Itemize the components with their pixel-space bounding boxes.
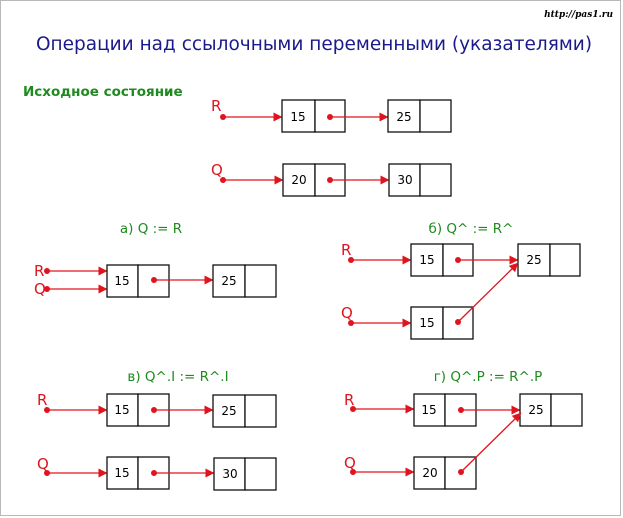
panel-caption: б) Q^ := R^ — [429, 221, 514, 237]
pointer-arrow — [457, 262, 519, 323]
panel-caption: г) Q^.P := R^.P — [434, 369, 543, 385]
node-value: 25 — [221, 404, 236, 418]
node-info-field — [106, 456, 139, 490]
node-pointer-field — [419, 163, 452, 197]
node-value: 15 — [114, 466, 129, 480]
node-value: 25 — [528, 403, 543, 417]
node-pointer-field — [549, 243, 581, 277]
node-value: 25 — [526, 253, 541, 267]
node-pointer-field — [244, 394, 277, 428]
initial-state-caption: Исходное состояние — [23, 84, 183, 100]
node-info-field — [410, 306, 444, 340]
node-pointer-field — [244, 264, 277, 298]
panel-caption: в) Q^.I := R^.I — [127, 369, 228, 385]
node-pointer-field — [550, 393, 583, 427]
initial-state: Исходное состояние R 15 25 Q 20 30 — [23, 84, 452, 197]
node-value: 15 — [290, 110, 305, 124]
pointer-label-q: Q — [341, 304, 353, 322]
node-value: 15 — [419, 253, 434, 267]
node-pointer-field — [444, 456, 477, 490]
node-value: 20 — [291, 173, 306, 187]
pointer-label-q: Q — [34, 280, 46, 298]
node-value: 30 — [397, 173, 412, 187]
node-info-field — [519, 393, 552, 427]
page-title: Операции над ссылочными переменными (ука… — [36, 34, 592, 55]
node-pointer-field — [419, 99, 452, 133]
pointer-label-r: R — [211, 97, 221, 115]
node-value: 15 — [419, 316, 434, 330]
pointer-label-r: R — [37, 391, 47, 409]
node-value: 25 — [396, 110, 411, 124]
node-info-field — [213, 457, 246, 491]
pointer-label-q: Q — [344, 454, 356, 472]
node-value: 15 — [114, 274, 129, 288]
panel-a: а) Q := R R Q 15 25 — [34, 221, 277, 298]
panel-b: б) Q^ := R^ R 15 25 Q 15 — [341, 221, 581, 340]
node-info-field — [106, 393, 139, 427]
site-url: http://pas1.ru — [544, 10, 613, 20]
node-value: 30 — [222, 467, 237, 481]
pointer-arrow — [460, 412, 522, 473]
node-info-field — [388, 163, 421, 197]
node-value: 25 — [221, 274, 236, 288]
node-pointer-field — [244, 457, 277, 491]
node-value: 20 — [422, 466, 437, 480]
pointer-label-r: R — [341, 241, 351, 259]
panel-caption: а) Q := R — [120, 221, 182, 237]
node-value: 15 — [421, 403, 436, 417]
pointer-label-r: R — [344, 391, 354, 409]
node-info-field — [212, 264, 246, 298]
node-info-field — [517, 243, 551, 277]
pointer-label-r: R — [34, 262, 44, 280]
pointer-label-q: Q — [211, 161, 223, 179]
pointer-label-q: Q — [37, 455, 49, 473]
panel-v: в) Q^.I := R^.I R 15 25 Q 15 30 — [37, 369, 277, 491]
panel-g: г) Q^.P := R^.P R 15 25 Q 20 — [344, 369, 583, 490]
node-info-field — [212, 394, 246, 428]
node-value: 15 — [114, 403, 129, 417]
